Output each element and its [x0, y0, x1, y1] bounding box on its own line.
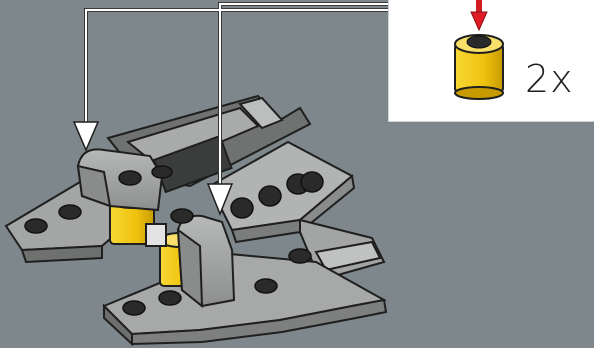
yellow-round-brick-icon: [455, 35, 503, 99]
front-arch: [178, 216, 234, 306]
quantity-label: 2x: [525, 60, 574, 98]
red-pointer-icon: [471, 0, 487, 30]
parts-callout: 2x: [388, 0, 594, 122]
arrow-head-left: [74, 122, 98, 150]
